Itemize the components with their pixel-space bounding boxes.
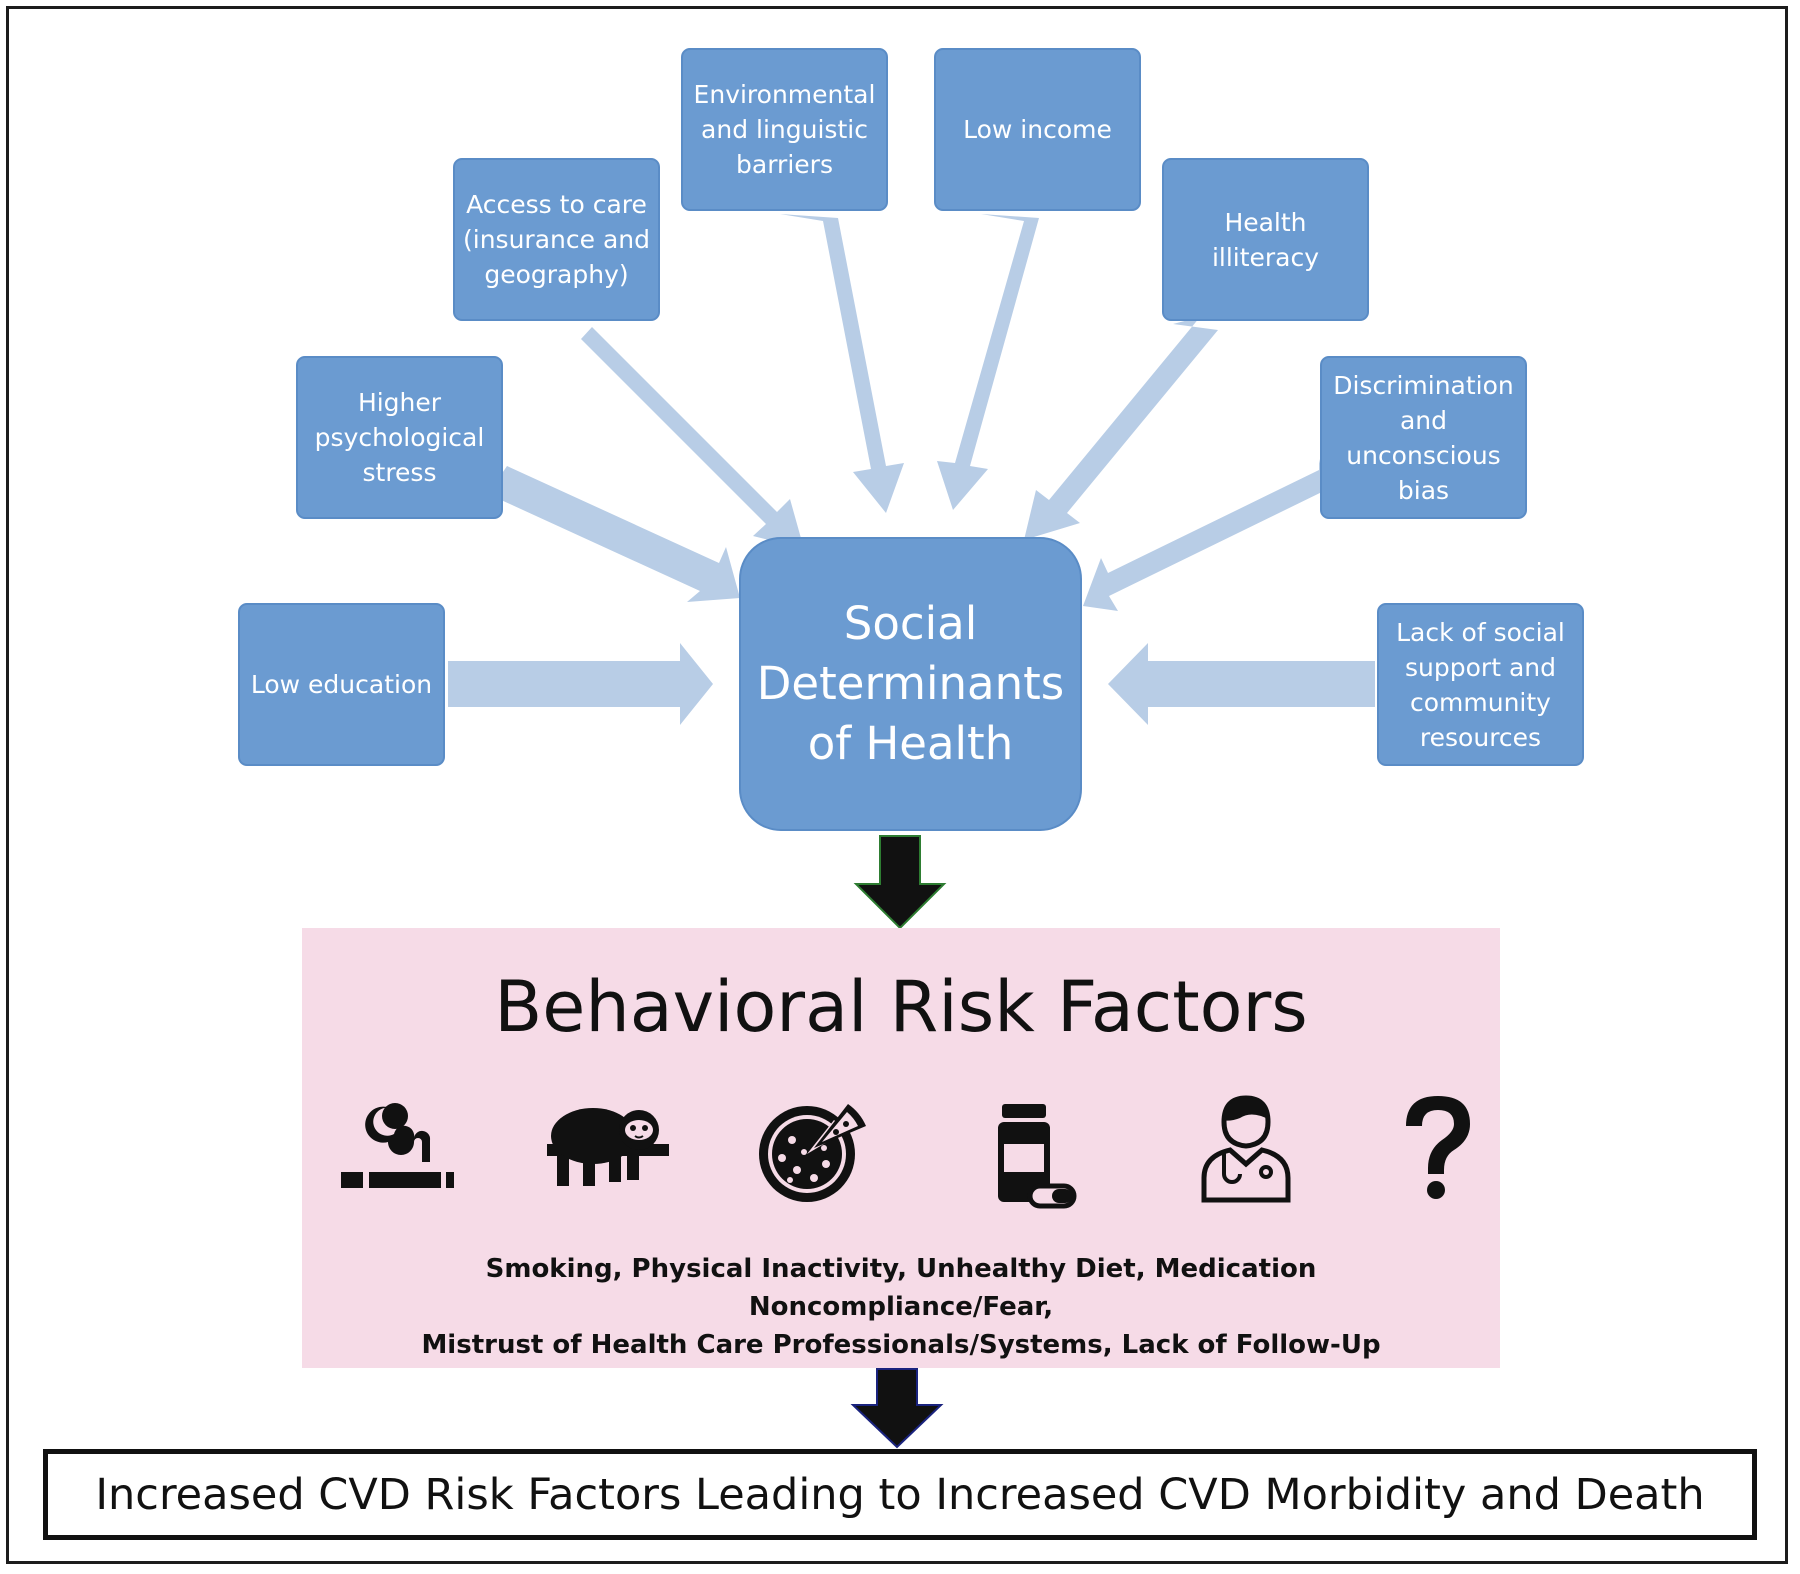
cigarette-icon	[341, 1103, 454, 1188]
box-low-education: Low education	[238, 603, 445, 766]
box-health-illiteracy: Health illiteracy	[1162, 158, 1369, 321]
question-mark-icon	[1406, 1096, 1470, 1199]
pill-bottle-icon	[998, 1104, 1077, 1209]
risk-list-line-2: Mistrust of Health Care Professionals/Sy…	[421, 1330, 1381, 1360]
social-determinants-box: Social Determinants of Health	[739, 537, 1082, 831]
behavioral-panel	[302, 928, 1500, 1368]
box-social-support: Lack of social support and community res…	[1377, 603, 1584, 766]
box-env-ling: Environmental and linguistic barriers	[681, 48, 888, 211]
sloth-icon	[547, 1108, 669, 1186]
arrow-health-illiteracy	[1024, 317, 1218, 540]
arrow-env-ling	[780, 214, 904, 513]
arrow-access-care	[581, 327, 804, 549]
box-low-income: Low income	[934, 48, 1141, 211]
arrow-social-support	[1108, 643, 1375, 725]
arrow-low-income	[937, 214, 1039, 510]
doctor-icon	[1201, 1095, 1291, 1203]
arrow-psych-stress	[488, 466, 740, 602]
behavioral-title: Behavioral Risk Factors	[494, 966, 1308, 1048]
figure-frame	[6, 6, 1788, 1564]
arrow-discrimination	[1083, 459, 1326, 611]
arrow-low-education	[448, 643, 713, 725]
arrow-to-outcome	[850, 1368, 944, 1449]
box-discrimination: Discrimination and unconscious bias	[1320, 356, 1527, 519]
box-psych-stress: Higher psychological stress	[296, 356, 503, 519]
pizza-icon	[759, 1104, 866, 1202]
box-access-care: Access to care (insurance and geography)	[453, 158, 660, 321]
behavioral-risk-list: Smoking, Physical Inactivity, Unhealthy …	[330, 1250, 1472, 1364]
arrow-to-behavioral	[853, 835, 947, 930]
risk-list-line-1: Smoking, Physical Inactivity, Unhealthy …	[485, 1254, 1317, 1322]
outcome-box: Increased CVD Risk Factors Leading to In…	[43, 1449, 1757, 1540]
